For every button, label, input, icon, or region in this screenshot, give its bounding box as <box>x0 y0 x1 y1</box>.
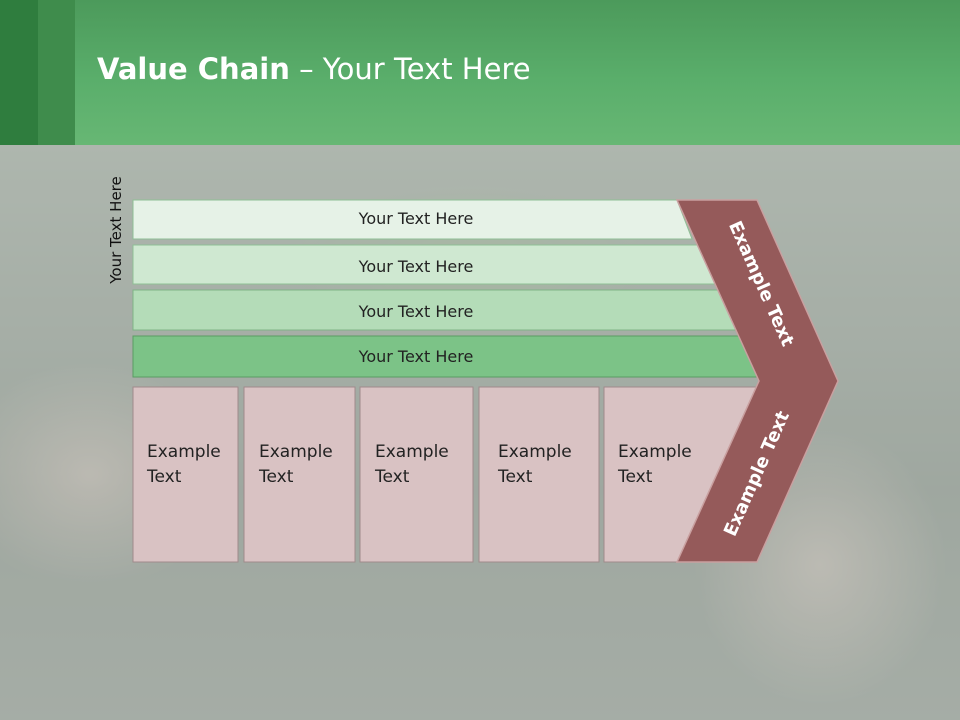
banner-stripe <box>38 0 75 145</box>
slide-title[interactable]: Value Chain – Your Text Here <box>97 52 531 86</box>
column-2[interactable] <box>243 386 356 563</box>
column-3-line-2: Text <box>375 467 410 487</box>
bar-3-text: Your Text Here <box>358 302 474 321</box>
column-4-line-1: Example <box>498 442 572 462</box>
column-1-line-1: Example <box>147 442 221 462</box>
column-3[interactable] <box>359 386 474 563</box>
title-rest: – Your Text Here <box>289 52 531 86</box>
title-banner: Value Chain – Your Text Here <box>0 0 960 145</box>
column-4[interactable] <box>478 386 600 563</box>
column-1[interactable] <box>132 386 239 563</box>
column-1-line-2: Text <box>147 467 182 487</box>
column-5-line-2: Text <box>618 467 653 487</box>
bar-1-text: Your Text Here <box>358 209 474 228</box>
column-5-line-1: Example <box>618 442 692 462</box>
column-3-line-1: Example <box>375 442 449 462</box>
bar-1[interactable] <box>132 199 693 240</box>
chevron-arrow[interactable] <box>675 199 839 563</box>
title-bold: Value Chain <box>97 52 290 86</box>
bar-2-text: Your Text Here <box>358 257 474 276</box>
banner-stripe <box>0 0 38 145</box>
column-2-line-2: Text <box>259 467 294 487</box>
column-2-line-1: Example <box>259 442 333 462</box>
bar-4-text: Your Text Here <box>358 347 474 366</box>
column-4-line-2: Text <box>498 467 533 487</box>
